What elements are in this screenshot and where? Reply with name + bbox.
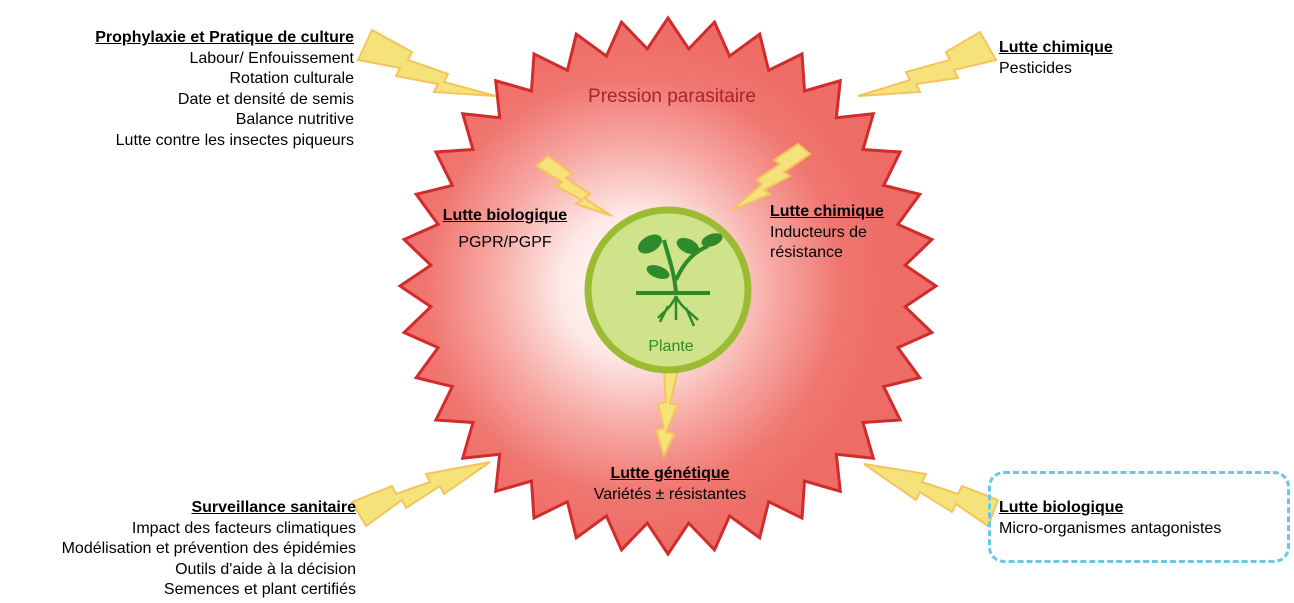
bolt-icon-top-right <box>858 32 996 96</box>
inner-genetic-item: Variétés ± résistantes <box>570 485 770 506</box>
bolt-icon-top-left <box>358 30 496 96</box>
bolt-icon-bottom-left <box>352 462 490 526</box>
surveillance-item: Outils d'aide à la décision <box>4 560 356 581</box>
inner-chemical-title: Lutte chimique <box>770 202 940 223</box>
inner-genetic-block: Lutte génétique Variétés ± résistantes <box>570 464 770 505</box>
prophylaxis-title: Prophylaxie et Pratique de culture <box>20 28 354 49</box>
biological-control-title: Lutte biologique <box>999 498 1279 519</box>
surveillance-block: Surveillance sanitaire Impact des facteu… <box>4 498 356 601</box>
inner-biological-block: Lutte biologique PGPR/PGPF <box>420 206 590 253</box>
inner-chemical-item: résistance <box>770 243 940 264</box>
prophylaxis-item: Labour/ Enfouissement <box>20 49 354 70</box>
chemical-control-title: Lutte chimique <box>999 38 1199 59</box>
surveillance-item: Modélisation et prévention des épidémies <box>4 539 356 560</box>
pressure-label: Pression parasitaire <box>588 86 756 107</box>
inner-biological-title: Lutte biologique <box>420 206 590 227</box>
prophylaxis-item: Rotation culturale <box>20 69 354 90</box>
plant-label: Plante <box>648 338 693 355</box>
bolt-icon-bottom-right <box>864 464 998 526</box>
inner-chemical-item: Inducteurs de <box>770 223 940 244</box>
prophylaxis-item: Lutte contre les insectes piqueurs <box>20 131 354 152</box>
chemical-control-block: Lutte chimique Pesticides <box>999 38 1199 79</box>
prophylaxis-item: Date et densité de semis <box>20 90 354 111</box>
prophylaxis-block: Prophylaxie et Pratique de culture Labou… <box>20 28 354 151</box>
surveillance-item: Semences et plant certifiés <box>4 580 356 601</box>
biological-control-block: Lutte biologique Micro-organismes antago… <box>999 498 1279 539</box>
inner-genetic-title: Lutte génétique <box>570 464 770 485</box>
inner-biological-item: PGPR/PGPF <box>420 233 590 254</box>
surveillance-title: Surveillance sanitaire <box>4 498 356 519</box>
inner-chemical-block: Lutte chimique Inducteurs de résistance <box>770 202 940 264</box>
chemical-control-item: Pesticides <box>999 59 1199 80</box>
surveillance-item: Impact des facteurs climatiques <box>4 519 356 540</box>
prophylaxis-item: Balance nutritive <box>20 110 354 131</box>
biological-control-item: Micro-organismes antagonistes <box>999 519 1279 540</box>
